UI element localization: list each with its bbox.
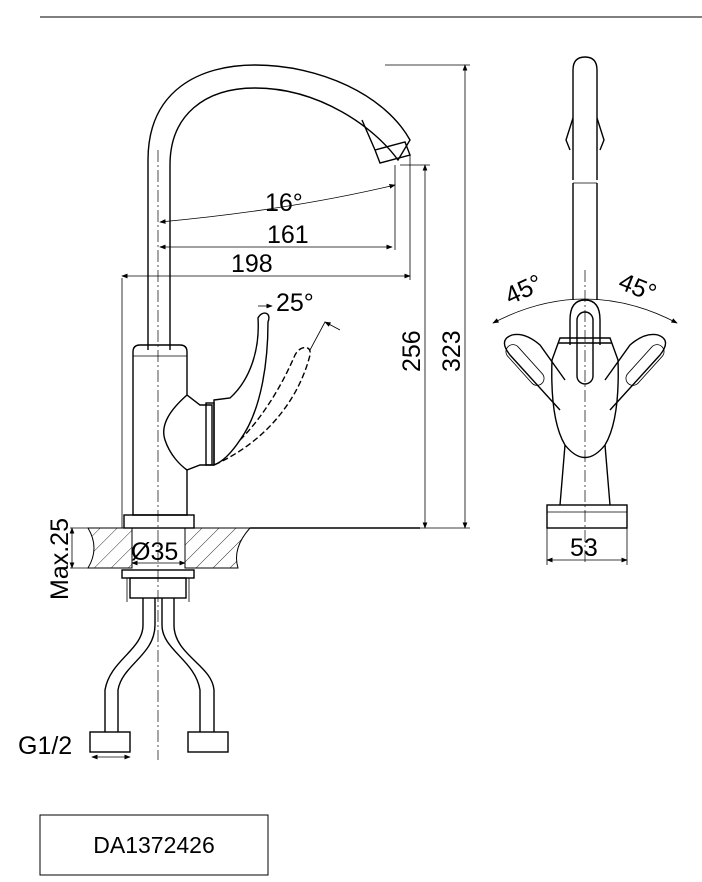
hole-diameter-label: Ø35 <box>131 538 178 566</box>
base-width-label: 53 <box>570 534 598 562</box>
product-code-box <box>39 814 269 876</box>
front-spout <box>572 56 598 180</box>
front-view <box>492 56 678 565</box>
spout-angle-label: 16° <box>265 189 303 217</box>
side-view <box>121 64 411 760</box>
rotation-right-label: 45° <box>615 268 661 308</box>
height-323-label: 323 <box>438 330 466 372</box>
thread-label: G1/2 <box>18 732 72 760</box>
hose-nut-left <box>89 731 131 753</box>
dimension-lines <box>69 64 470 760</box>
rotation-left-label: 45° <box>501 269 547 310</box>
height-256-label: 256 <box>398 330 426 372</box>
lever-handle <box>213 312 270 467</box>
counter-hatch-left <box>87 527 133 569</box>
counter-hatch-right <box>184 527 252 569</box>
counter-section <box>87 527 420 602</box>
lever-angle-label: 25° <box>276 289 314 317</box>
hose-nut-right <box>187 731 229 753</box>
spout <box>147 64 411 350</box>
reach-161-label: 161 <box>267 221 309 249</box>
lever-raised <box>213 346 311 466</box>
hoses <box>89 598 229 753</box>
product-code: DA1372426 <box>93 832 215 858</box>
aerator <box>361 119 411 164</box>
front-body <box>551 337 619 459</box>
max-thickness-label: Max.25 <box>46 518 74 600</box>
reach-198-label: 198 <box>231 250 273 278</box>
cartridge <box>163 394 188 471</box>
front-lever-left <box>503 333 566 411</box>
front-lever-right <box>604 333 667 411</box>
body <box>132 344 213 516</box>
